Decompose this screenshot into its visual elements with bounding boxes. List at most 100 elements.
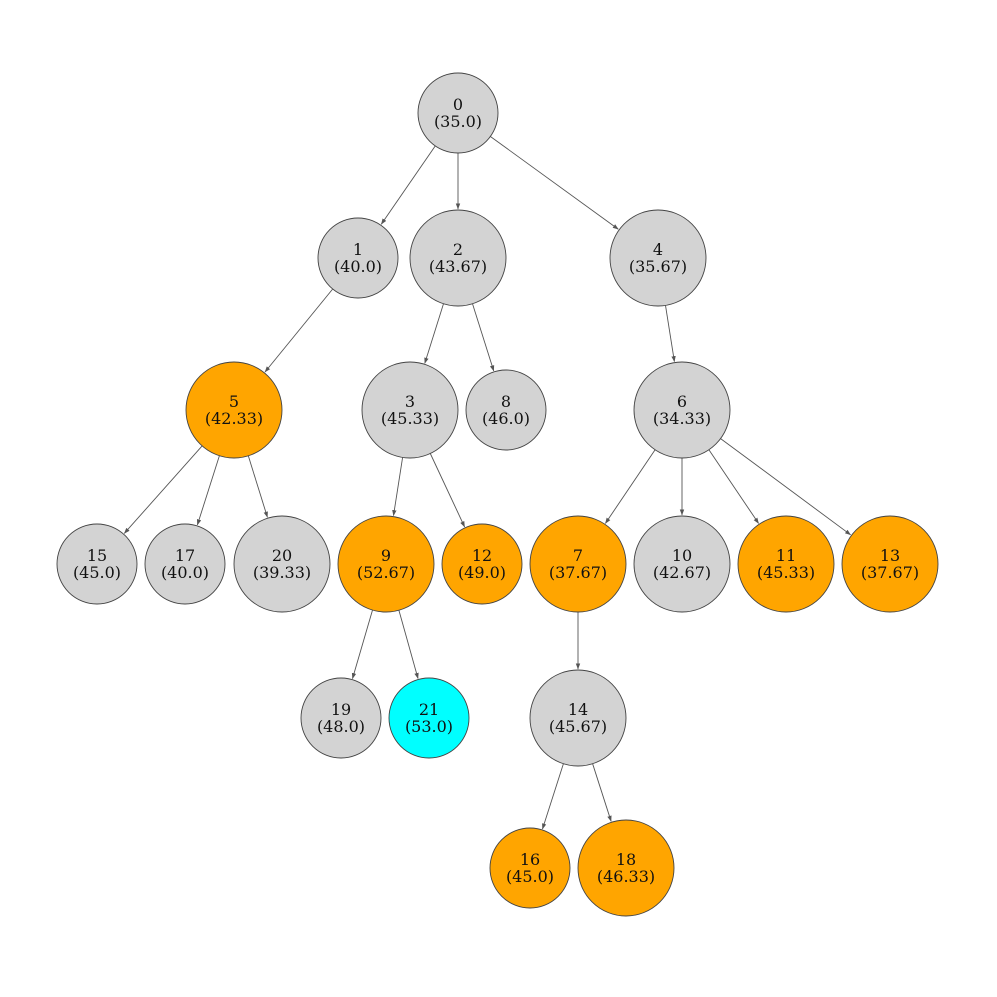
node-4-label: 4	[653, 240, 663, 259]
edge-4-to-6	[665, 305, 676, 363]
node-11-circle	[737, 515, 835, 613]
node-15-label: 15	[87, 546, 107, 565]
node-9: 9(52.67)	[337, 515, 435, 613]
node-14-circle	[529, 669, 627, 767]
node-20-label: 20	[272, 546, 292, 565]
edge-6-to-13	[720, 438, 852, 536]
node-3-value: (45.33)	[381, 409, 439, 428]
edge-0-to-4	[490, 136, 619, 230]
node-19-circle	[300, 677, 382, 759]
node-17-label: 17	[175, 546, 195, 565]
node-7-value: (37.67)	[549, 563, 607, 582]
node-3-circle	[361, 361, 459, 459]
node-10: 10(42.67)	[633, 515, 731, 613]
node-9-value: (52.67)	[357, 563, 415, 582]
node-20-circle	[233, 515, 331, 613]
node-1-circle	[317, 217, 399, 299]
edge-5-to-17	[196, 455, 220, 526]
node-16-circle	[489, 827, 571, 909]
node-12-value: (49.0)	[458, 563, 506, 582]
node-19-label: 19	[331, 700, 351, 719]
node-11-label: 11	[776, 546, 796, 565]
edge-5-to-20	[247, 455, 268, 518]
edge-6-to-11	[708, 449, 759, 524]
node-7-circle	[529, 515, 627, 613]
node-1-value: (40.0)	[334, 257, 382, 276]
node-0-circle	[417, 72, 499, 154]
node-12-circle	[441, 523, 523, 605]
node-1: 1(40.0)	[317, 217, 399, 299]
edge-9-to-19	[351, 609, 373, 680]
node-4-value: (35.67)	[629, 257, 687, 276]
node-8-value: (46.0)	[482, 409, 530, 428]
node-6-circle	[633, 361, 731, 459]
edge-5-to-15	[123, 445, 203, 534]
edge-1-to-5	[264, 288, 334, 373]
node-19-value: (48.0)	[317, 717, 365, 736]
node-15-circle	[56, 523, 138, 605]
node-15: 15(45.0)	[56, 523, 138, 605]
node-16-value: (45.0)	[506, 867, 554, 886]
node-13-label: 13	[880, 546, 900, 565]
node-21: 21(53.0)	[388, 677, 470, 759]
edge-14-to-16	[542, 763, 564, 830]
node-20: 20(39.33)	[233, 515, 331, 613]
node-11: 11(45.33)	[737, 515, 835, 613]
node-11-value: (45.33)	[757, 563, 815, 582]
node-0-label: 0	[453, 95, 463, 114]
node-1-label: 1	[353, 240, 363, 259]
node-12: 12(49.0)	[441, 523, 523, 605]
edges-layer	[123, 136, 852, 830]
node-2-circle	[409, 209, 507, 307]
node-19: 19(48.0)	[300, 677, 382, 759]
edge-6-to-7	[605, 449, 656, 524]
node-17-circle	[144, 523, 226, 605]
node-0: 0(35.0)	[417, 72, 499, 154]
node-18-label: 18	[616, 850, 636, 869]
node-21-circle	[388, 677, 470, 759]
node-10-value: (42.67)	[653, 563, 711, 582]
edge-14-to-18	[592, 763, 612, 822]
node-8-circle	[465, 369, 547, 451]
node-2-value: (43.67)	[429, 257, 487, 276]
node-5-circle	[185, 361, 283, 459]
node-5-value: (42.33)	[205, 409, 263, 428]
node-14-value: (45.67)	[549, 717, 607, 736]
edge-0-to-1	[380, 145, 436, 225]
node-4: 4(35.67)	[609, 209, 707, 307]
node-8-label: 8	[501, 392, 511, 411]
node-16-label: 16	[520, 850, 540, 869]
node-21-value: (53.0)	[405, 717, 453, 736]
node-2-label: 2	[453, 240, 463, 259]
node-14: 14(45.67)	[529, 669, 627, 767]
node-12-label: 12	[472, 546, 492, 565]
node-21-label: 21	[419, 700, 439, 719]
node-6-value: (34.33)	[653, 409, 711, 428]
node-13-value: (37.67)	[861, 563, 919, 582]
node-18-value: (46.33)	[597, 867, 655, 886]
node-6: 6(34.33)	[633, 361, 731, 459]
node-8: 8(46.0)	[465, 369, 547, 451]
node-7: 7(37.67)	[529, 515, 627, 613]
node-6-label: 6	[677, 392, 687, 411]
node-17-value: (40.0)	[161, 563, 209, 582]
edge-3-to-12	[429, 453, 466, 528]
node-14-label: 14	[568, 700, 588, 719]
node-18-circle	[577, 819, 675, 917]
node-13: 13(37.67)	[841, 515, 939, 613]
edge-9-to-21	[398, 610, 419, 679]
nodes-layer: 0(35.0)1(40.0)2(43.67)4(35.67)5(42.33)3(…	[56, 72, 939, 917]
node-17: 17(40.0)	[144, 523, 226, 605]
node-10-label: 10	[672, 546, 692, 565]
node-10-circle	[633, 515, 731, 613]
node-7-label: 7	[573, 546, 583, 565]
node-3-label: 3	[405, 392, 415, 411]
node-2: 2(43.67)	[409, 209, 507, 307]
node-3: 3(45.33)	[361, 361, 459, 459]
node-13-circle	[841, 515, 939, 613]
edge-3-to-9	[392, 457, 404, 517]
node-20-value: (39.33)	[253, 563, 311, 582]
node-16: 16(45.0)	[489, 827, 571, 909]
edge-2-to-3	[424, 303, 444, 364]
